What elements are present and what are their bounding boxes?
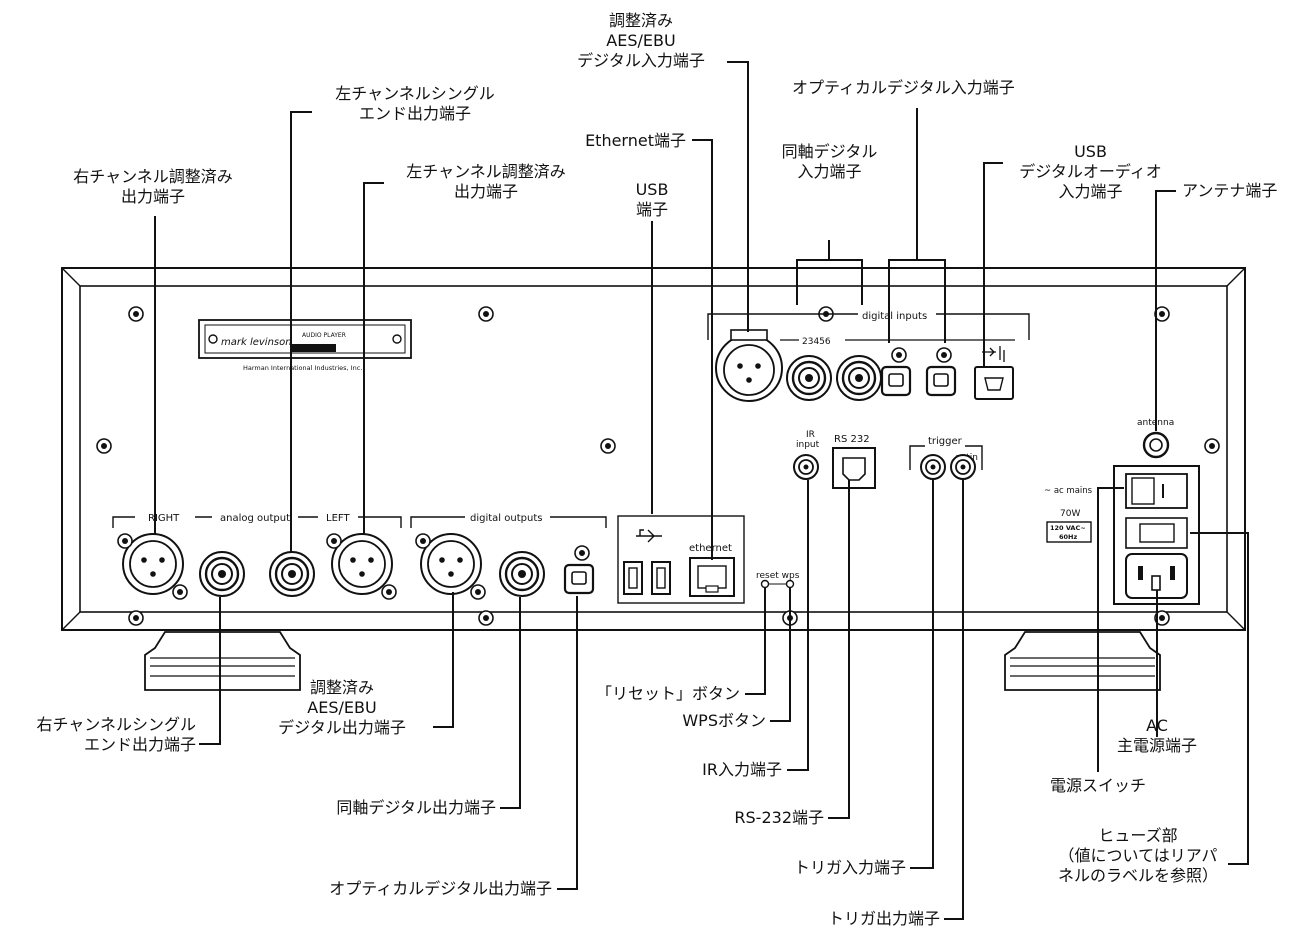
- ethernet-label: ethernet: [689, 543, 732, 554]
- callout-antenna-port: アンテナ端子: [1182, 181, 1278, 200]
- callout-right-single-ended-output: 右チャンネルシングル エンド出力端子: [36, 715, 196, 754]
- callout-reset-button: 「リセット」ボタン: [595, 684, 740, 703]
- callout-aes-ebu-input: 調整済み AES/EBU デジタル入力端子: [577, 11, 705, 70]
- power-rating: 70W: [1060, 509, 1080, 519]
- left-channel-label: LEFT: [326, 513, 350, 524]
- brand-logo-text: mark levinson: [221, 337, 292, 348]
- callout-optical-digital-input: オプティカルデジタル入力端子: [792, 78, 1015, 97]
- voltage-line-2: 60Hz: [1059, 533, 1077, 541]
- right-foot: [1004, 631, 1161, 691]
- leader-lines: [154, 61, 1249, 920]
- callout-coax-digital-input: 同軸デジタル 入力端子: [781, 142, 878, 181]
- analog-output-label: analog output: [220, 513, 290, 524]
- callout-right-balanced-output: 右チャンネル調整済み 出力端子: [73, 167, 233, 206]
- input-numbers-label: 23456: [802, 337, 831, 347]
- callout-power-switch: 電源スイッチ: [1049, 776, 1146, 795]
- digital-inputs-label: digital inputs: [862, 311, 927, 322]
- ac-mains-label: ~ ac mains: [1044, 486, 1093, 496]
- callout-left-single-ended-output: 左チャンネルシングル エンド出力端子: [335, 84, 495, 123]
- callout-aes-ebu-output: 調整済み AES/EBU デジタル出力端子: [278, 678, 406, 737]
- callout-optical-digital-output: オプティカルデジタル出力端子: [329, 879, 552, 898]
- callout-ethernet-port: Ethernet端子: [585, 131, 686, 150]
- callout-usb-port: USB 端子: [635, 180, 669, 219]
- voltage-line-1: 120 VAC~: [1050, 524, 1086, 532]
- callout-trigger-output: トリガ出力端子: [827, 909, 940, 928]
- maker-line: Harman International Industries, Inc.: [243, 364, 362, 372]
- callout-trigger-input: トリガ入力端子: [793, 858, 906, 877]
- digital-outputs-label: digital outputs: [470, 513, 542, 524]
- callout-rs232-port: RS-232端子: [734, 808, 824, 827]
- analog-output-group: RIGHT analog output LEFT: [112, 510, 402, 600]
- left-foot: [144, 631, 301, 691]
- right-channel-label: RIGHT: [148, 513, 180, 524]
- trigger-label: trigger: [928, 436, 963, 447]
- callout-left-balanced-output: 左チャンネル調整済み 出力端子: [406, 162, 566, 201]
- reset-wps-label: reset wps: [756, 571, 800, 581]
- callout-usb-digital-audio-input: USB デジタルオーディオ 入力端子: [1019, 142, 1162, 201]
- callout-wps-button: WPSボタン: [682, 711, 766, 730]
- usb-ethernet-group: ethernet: [617, 515, 745, 604]
- callout-ir-input: IR入力端子: [702, 760, 782, 779]
- callout-coax-digital-output: 同軸デジタル出力端子: [336, 798, 496, 817]
- digital-outputs-group: digital outputs: [410, 510, 607, 600]
- rs232-label: RS 232: [834, 434, 870, 445]
- callout-fuse-holder: ヒューズ部 （値についてはリアパ ネルのラベルを参照）: [1057, 826, 1218, 885]
- digital-inputs-group: digital inputs 23456: [707, 308, 1030, 402]
- model-name: AUDIO PLAYER: [302, 332, 346, 339]
- brand-plate: mark levinson AUDIO PLAYER Harman Intern…: [198, 319, 412, 372]
- callout-ac-inlet: AC 主電源端子: [1116, 716, 1197, 755]
- reset-wps-buttons: reset wps: [756, 571, 800, 589]
- voltage-label: 120 VAC~60Hz: [1050, 524, 1086, 541]
